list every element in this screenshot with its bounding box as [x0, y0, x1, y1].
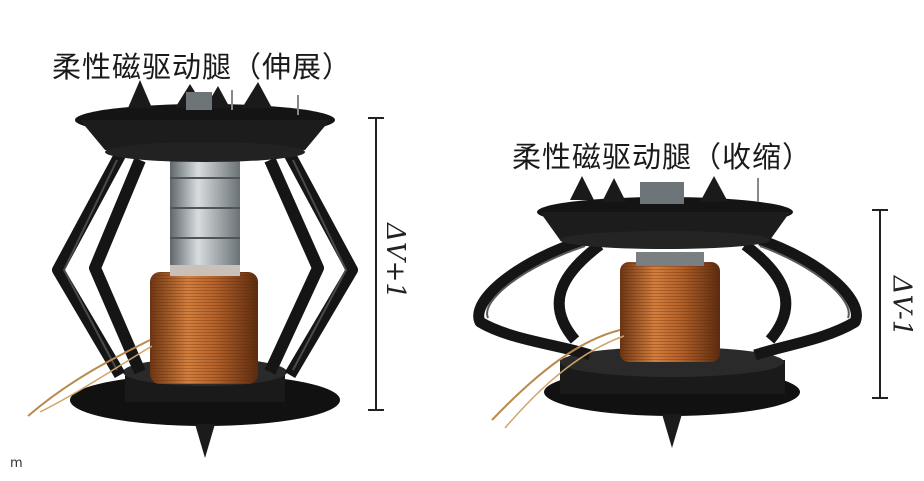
corner-mark: m	[10, 456, 23, 471]
flex-ribs	[52, 152, 358, 379]
caption-contracted: 柔性磁驱动腿（收缩）	[512, 140, 813, 174]
lead-wire	[27, 339, 151, 417]
bottom-spike	[195, 424, 215, 458]
lead-wire	[491, 329, 621, 421]
top-spikes	[128, 80, 272, 110]
caption-extended: 柔性磁驱动腿（伸展）	[52, 50, 353, 84]
rib-highlights	[62, 159, 348, 371]
dimension-label-contracted: ΔV-1	[886, 275, 917, 337]
contracted-leg	[473, 176, 862, 448]
dimension-label-extended: ΔV+1	[379, 223, 410, 299]
rib-highlights	[486, 245, 850, 319]
top-spikes	[570, 176, 728, 204]
flex-ribs	[473, 234, 862, 361]
dimension-bar-extended	[368, 117, 384, 411]
bottom-spike	[662, 414, 682, 448]
extended-leg	[27, 80, 358, 458]
dimension-bar-contracted	[872, 209, 888, 399]
